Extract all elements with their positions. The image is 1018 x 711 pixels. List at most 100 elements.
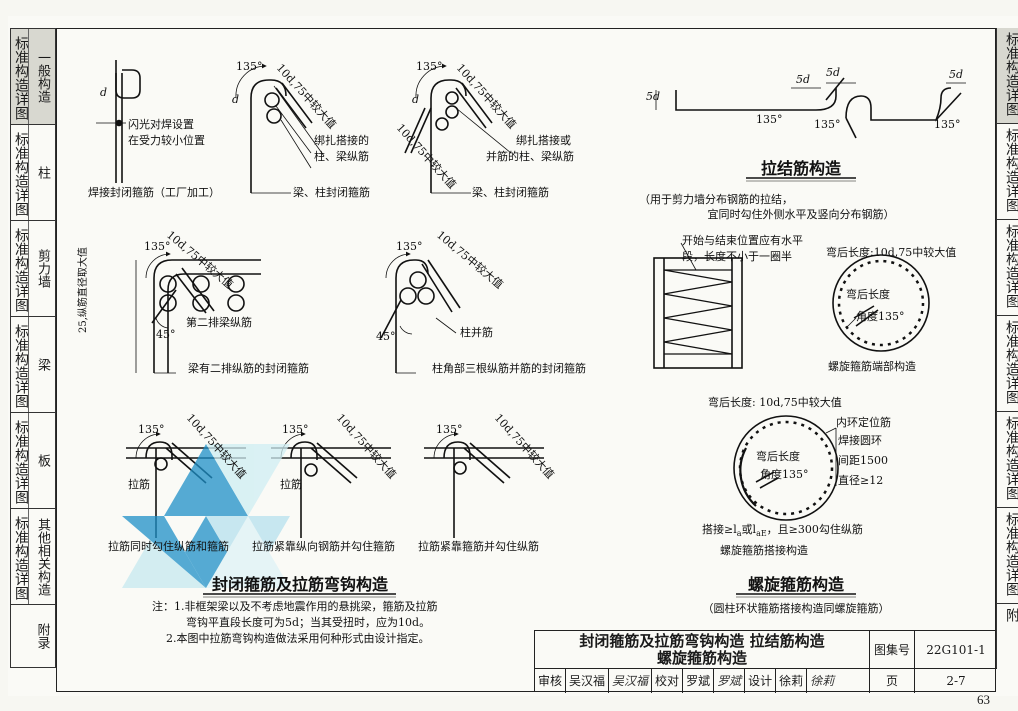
right-tab-slab[interactable]: 标准构造详图	[997, 412, 1018, 508]
title-block-title2: 螺旋箍筋构造	[656, 649, 747, 667]
column-corner-bundle-stirrup	[380, 251, 461, 374]
right-tab-appendix[interactable]: 附	[1004, 608, 1018, 622]
label-ext-h2: 10d,75中较大值	[334, 411, 400, 482]
atlas-number: 22G101-1	[915, 631, 997, 669]
label-beam-side: 25,纵筋直径取大值	[76, 247, 89, 333]
tab-appendix-prefix	[11, 605, 28, 667]
label-45-beam: 45°	[156, 328, 176, 341]
label-135-2: 135°	[416, 60, 443, 73]
tab-slab-label: 板	[28, 413, 55, 508]
svg-text:d: d	[232, 93, 239, 106]
title-block-title: 封闭箍筋及拉筋弯钩构造 拉结筋构造 螺旋箍筋构造	[535, 631, 870, 669]
label-5d-3: 5d	[826, 66, 840, 79]
label-weld-d: d	[100, 86, 107, 99]
label-tie-bar-1: 拉筋	[128, 477, 150, 491]
label-ring3: 间距1500	[838, 454, 888, 467]
welded-stirrup-detail	[96, 60, 141, 183]
label-ext-3: 10d,75中较大值	[394, 121, 460, 192]
right-tab-column[interactable]: 标准构造详图	[997, 124, 1018, 220]
watermark-logo	[122, 444, 290, 588]
page-label: 页	[870, 669, 915, 693]
tie-hook-detail-c	[424, 431, 544, 538]
tab-beam-label: 梁	[28, 317, 55, 412]
tie-bar-detail-1	[655, 77, 845, 111]
tie-bar-detail-2	[826, 82, 966, 139]
tab-other[interactable]: 标准构造详图 其他相关构造	[11, 509, 55, 605]
tab-shearwall[interactable]: 标准构造详图 剪力墙	[11, 221, 55, 317]
label-ext-2: 10d,75中较大值	[454, 61, 520, 132]
tie-hook-detail-b	[271, 431, 391, 538]
label-tie-sub1: （用于剪力墙分布钢筋的拉结，	[639, 192, 793, 206]
beam-two-row-stirrup	[135, 251, 261, 374]
note-2: 2.本图中拉筋弯钩构造做法采用何种形式由设计指定。	[166, 631, 430, 645]
caption-hook-a: 拉筋同时勾住纵筋和箍筋	[108, 539, 229, 553]
label-ring2: 焊接圆环	[838, 433, 882, 447]
label-lap-len: 弯后长度	[756, 449, 800, 463]
tab-beam-prefix: 标准构造详图	[13, 324, 29, 408]
tab-shearwall-prefix: 标准构造详图	[13, 228, 29, 312]
caption-beam-stirrup: 梁有二排纵筋的封闭箍筋	[188, 361, 309, 375]
right-tab-general[interactable]: 标准构造详图	[997, 28, 1018, 124]
label-spiral-sub: （圆柱环状箍筋搭接构造同螺旋箍筋）	[703, 601, 890, 615]
caption-spiral-lap: 螺旋箍筋搭接构造	[720, 543, 808, 557]
title-tie-bar: 拉结筋构造	[761, 159, 842, 178]
label-tie1-c: 梁、柱封闭箍筋	[293, 185, 370, 199]
tab-general-label: 一般构造	[28, 29, 55, 124]
spiral-elevation	[653, 242, 743, 369]
caption-column-stirrup: 柱角部三根纵筋并筋的封闭箍筋	[432, 361, 586, 375]
tab-other-prefix: 标准构造详图	[13, 516, 29, 600]
tab-general[interactable]: 标准构造详图 一般构造	[11, 29, 55, 125]
page-number: 63	[977, 692, 990, 707]
label-135-h1: 135°	[138, 423, 165, 436]
sig-designer: 徐莉	[776, 669, 808, 693]
svg-text:d: d	[412, 93, 419, 106]
label-spiral-len: 弯后长度	[846, 287, 890, 301]
label-135-beam: 135°	[144, 240, 171, 253]
label-5d-1: 5d	[646, 90, 660, 103]
right-tab-beam[interactable]: 标准构造详图	[997, 316, 1018, 412]
sig-designer-signature: 徐莉	[810, 674, 835, 688]
label-spiral-bend2: 弯后长度: 10d,75中较大值	[708, 395, 842, 409]
label-tie2-a: 绑扎搭接或	[516, 133, 571, 147]
spiral-end-detail	[832, 254, 930, 352]
label-tie-bar-2: 拉筋	[280, 477, 302, 491]
label-spiral-start1: 开始与结束位置应有水平	[682, 233, 803, 247]
right-category-tabs: 标准构造详图 标准构造详图 标准构造详图 标准构造详图 标准构造详图 标准构造详…	[996, 28, 1018, 668]
label-spiral-start2: 段，长度不小于一圈半	[682, 249, 792, 263]
sig-checker-signature: 罗斌	[714, 669, 746, 693]
title-spiral: 螺旋箍筋构造	[748, 575, 845, 594]
note-1b: 弯钩平直段长度可为5d；当其受扭时，应为10d。	[186, 615, 430, 629]
right-tab-shearwall[interactable]: 标准构造详图	[997, 220, 1018, 316]
hook-detail-2	[404, 63, 512, 194]
label-135-tie1: 135°	[756, 113, 783, 126]
caption-hook-b: 拉筋紧靠纵向钢筋并勾住箍筋	[252, 539, 395, 553]
label-tie2-c: 梁、柱封闭箍筋	[472, 185, 549, 199]
label-135-tie2: 135°	[814, 118, 841, 131]
label-135-tie3: 135°	[934, 118, 961, 131]
label-tie1-b: 柱、梁纵筋	[314, 149, 369, 163]
label-ring4: 直径≥12	[838, 473, 883, 487]
tab-appendix[interactable]: 附录	[11, 605, 55, 667]
label-135-col: 135°	[396, 240, 423, 253]
label-weld-note2: 在受力较小位置	[128, 133, 205, 147]
label-spiral-bend: 弯后长度:10d,75中较大值	[826, 245, 956, 259]
label-5d-2: 5d	[796, 73, 810, 86]
sig-reviewer: 吴汉福	[566, 669, 610, 693]
tab-general-prefix: 标准构造详图	[13, 36, 29, 120]
sig-reviewer-signature: 吴汉福	[609, 669, 653, 693]
tab-column[interactable]: 标准构造详图 柱	[11, 125, 55, 221]
caption-spiral-end: 螺旋箍筋端部构造	[828, 359, 916, 373]
label-ext-1: 10d,75中较大值	[274, 61, 340, 132]
tab-beam[interactable]: 标准构造详图 梁	[11, 317, 55, 413]
label-lap-angle: 角度135°	[760, 467, 809, 481]
tab-shearwall-label: 剪力墙	[28, 221, 55, 316]
title-block-title1: 封闭箍筋及拉筋弯钩构造 拉结筋构造	[579, 632, 825, 650]
tab-slab[interactable]: 标准构造详图 板	[11, 413, 55, 509]
label-ring1: 内环定位筋	[836, 415, 891, 429]
tab-appendix-label: 附录	[34, 623, 50, 649]
label-beam-second: 第二排梁纵筋	[186, 315, 252, 329]
right-tab-other[interactable]: 标准构造详图	[997, 508, 1018, 604]
tab-other-label: 其他相关构造	[28, 509, 55, 604]
hook-detail-1	[235, 63, 325, 194]
sig-checker: 罗斌	[683, 669, 715, 693]
